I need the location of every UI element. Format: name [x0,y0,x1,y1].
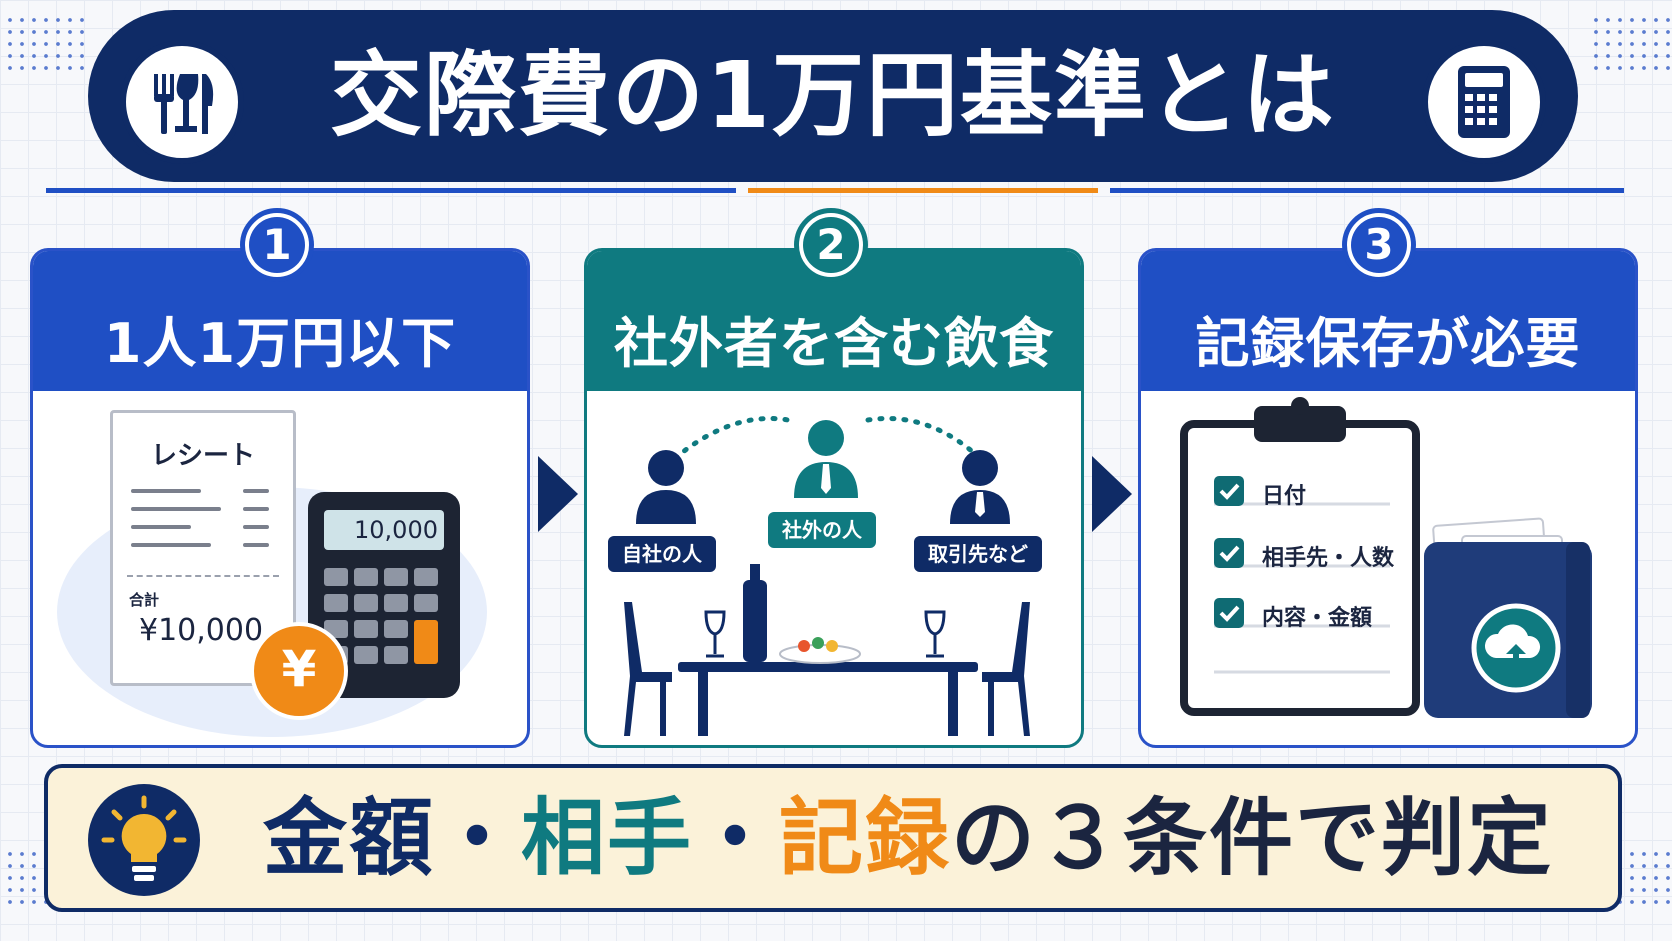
calculator-icon [1422,40,1546,164]
person-icon [636,450,696,524]
banner-word-rest: の３条件で判定 [951,789,1554,887]
checklist-item: 日付 [1262,484,1307,509]
calculator-icon: 10,000 [308,492,460,698]
page-title: 交際費の1万円基準とは [329,42,1336,149]
step-number-badge: 3 [1342,208,1416,282]
divider-line [46,188,736,193]
banner-message: 金額・相手・記録の３条件で判定 [228,768,1588,908]
person-icon [950,450,1010,524]
divider-accent [748,188,1098,193]
dining-scene [624,416,1030,736]
label-partner: 取引先など [914,536,1042,572]
receipt-heading: レシート [150,441,255,471]
receipt-total-label: 合計 [129,591,160,609]
banner-separator: ・ [434,789,521,887]
checkbox-checked-icon [1214,538,1244,568]
checkbox-checked-icon [1214,598,1244,628]
banner-word-record: 記録 [779,789,952,887]
step-title: 記録保存が必要 [1195,312,1581,375]
label-outside-person: 社外の人 [768,512,876,548]
lightbulb-icon [88,784,200,896]
utensils-icon [120,40,244,164]
banner-separator: ・ [693,789,780,887]
banner-word-amount: 金額 [262,789,435,887]
arrow-right-icon [1092,456,1132,532]
divider-line [1110,188,1624,193]
label-own-company: 自社の人 [608,536,716,572]
arrow-right-icon [538,456,578,532]
cloud-upload-icon [1471,603,1561,693]
checkbox-checked-icon [1214,476,1244,506]
receipt-total: ¥10,000 [139,613,264,648]
calculator-display: 10,000 [324,510,444,550]
summary-banner: 金額・相手・記録の３条件で判定 [44,764,1622,912]
yen-coin-icon: ¥ [250,622,348,720]
step-title: 社外者を含む飲食 [614,312,1054,375]
dots-decoration [4,14,84,76]
header-banner: 交際費の1万円基準とは [88,10,1578,182]
dots-decoration [1590,14,1670,76]
banner-word-partner: 相手 [520,789,693,887]
step-number-badge: 2 [794,208,868,282]
checklist-item: 相手先・人数 [1262,546,1395,571]
person-icon [794,420,858,498]
step-number-badge: 1 [240,208,314,282]
checklist-item: 内容・金額 [1262,606,1373,631]
step-title: 1人1万円以下 [103,312,457,375]
